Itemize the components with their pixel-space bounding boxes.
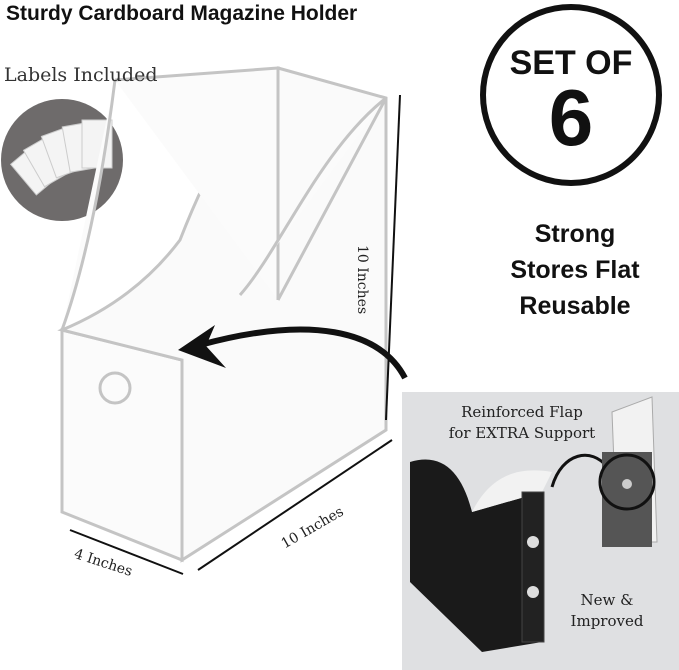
badge-set-of: SET OF bbox=[509, 44, 633, 82]
inset-caption: Reinforced Flap for EXTRA Support bbox=[412, 402, 632, 444]
reinforced-flap-inset: Reinforced Flap for EXTRA Support New & … bbox=[402, 392, 679, 670]
new-improved-label: New & Improved bbox=[562, 590, 652, 632]
height-dimension-label: 10 Inches bbox=[354, 245, 370, 315]
inset-caption-line2: for EXTRA Support bbox=[448, 424, 596, 442]
holder-outline bbox=[57, 66, 388, 563]
feature-strong: Strong bbox=[534, 220, 616, 248]
arrow-icon bbox=[178, 325, 408, 380]
set-of-6-badge: SET OF 6 bbox=[480, 4, 662, 186]
dimension-lines bbox=[69, 94, 401, 575]
inset-photo bbox=[410, 396, 658, 652]
new-improved-line1: New & bbox=[580, 591, 634, 609]
labels-included-text: Labels Included bbox=[4, 64, 158, 86]
product-title: Sturdy Cardboard Magazine Holder bbox=[6, 2, 358, 25]
feature-reusable: Reusable bbox=[519, 292, 631, 320]
feature-stores-flat: Stores Flat bbox=[510, 256, 640, 284]
inset-caption-line1: Reinforced Flap bbox=[461, 403, 583, 421]
new-improved-line2: Improved bbox=[570, 612, 644, 630]
badge-number: 6 bbox=[548, 73, 594, 162]
